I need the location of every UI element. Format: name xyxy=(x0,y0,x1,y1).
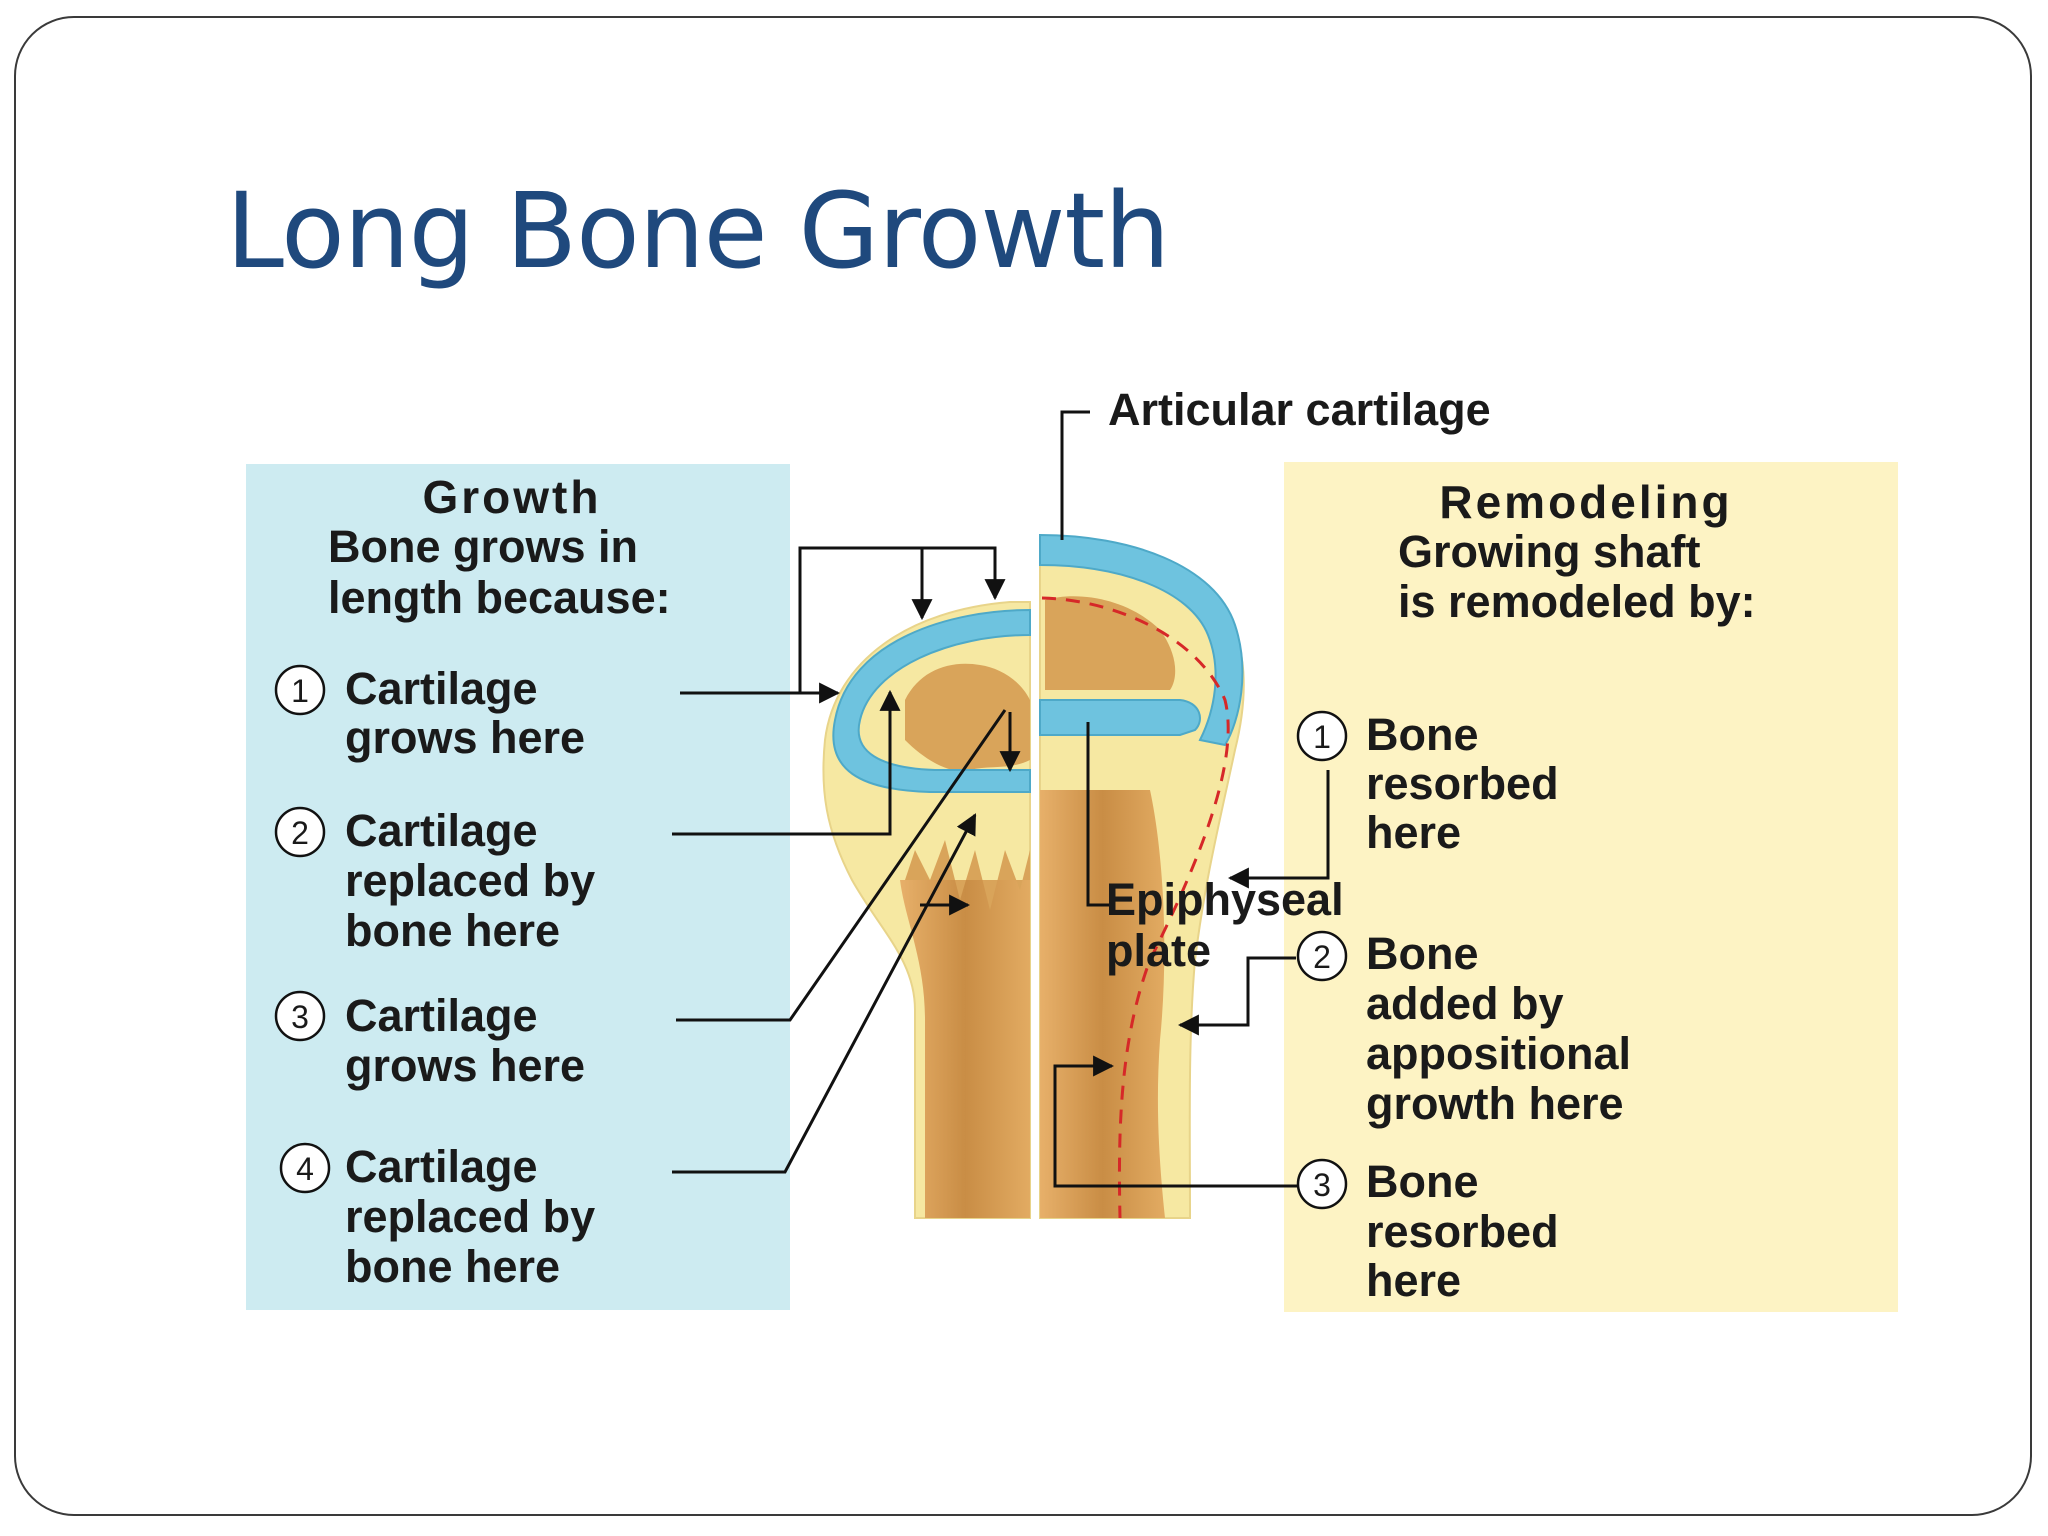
step-number-circle xyxy=(274,990,326,1042)
remodeling-panel xyxy=(1284,462,1898,1312)
growth-subheading-line1: Bone grows in xyxy=(328,521,638,572)
step-number-circle xyxy=(1296,930,1348,982)
growth-step-1-line1: Cartilage xyxy=(345,663,538,714)
step-number-circle xyxy=(1296,710,1348,762)
remodel-step-3-line2: resorbed xyxy=(1366,1206,1559,1257)
growth-step-3: 3 Cartilage grows here xyxy=(274,990,585,1091)
left-spongy-bone-upper xyxy=(905,663,1030,771)
epiphyseal-label-line2: plate xyxy=(1106,925,1211,976)
growth-step-2-line2: replaced by xyxy=(345,855,595,906)
step-number: 2 xyxy=(1313,939,1331,975)
slide-title: Long Bone Growth xyxy=(226,170,1170,292)
step-number-circle xyxy=(274,806,326,858)
step-number-circle xyxy=(274,664,326,716)
growth-step-3-line2: grows here xyxy=(345,1040,585,1091)
growth-step-3-line1: Cartilage xyxy=(345,990,538,1041)
growth-step-1-line2: grows here xyxy=(345,712,585,763)
growth-text: Growth Bone grows in length because: 1 C… xyxy=(274,471,671,1292)
left-bone-half xyxy=(822,601,1031,1219)
right-shaft xyxy=(1040,790,1165,1218)
growth-step-4: 4 Cartilage replaced by bone here xyxy=(279,1141,595,1292)
right-epiphyseal-plate xyxy=(1039,699,1201,736)
remodel-step-1: 1 Bone resorbed here xyxy=(1296,709,1559,858)
growth-panel xyxy=(246,464,790,1310)
growth-step4-line xyxy=(672,813,977,1174)
step-number: 1 xyxy=(1313,719,1331,755)
epiphyseal-label-line1: Epiphyseal xyxy=(1106,874,1344,925)
epiphyseal-leader xyxy=(1086,722,1110,907)
step-number: 3 xyxy=(291,999,309,1035)
leader-lines xyxy=(672,410,1330,1188)
growth-step-1: 1 Cartilage grows here xyxy=(274,663,585,763)
remodel-step-1-line1: Bone xyxy=(1366,709,1479,760)
remodeling-subheading-line1: Growing shaft xyxy=(1398,526,1701,577)
growth-step-4-line3: bone here xyxy=(345,1241,560,1292)
step-number-circle xyxy=(1296,1158,1348,1210)
remodel-step-2-line1: Bone xyxy=(1366,928,1479,979)
growth-step2-line xyxy=(672,689,901,836)
step-number-circle xyxy=(279,1142,331,1194)
remodel-step-1-line2: resorbed xyxy=(1366,758,1559,809)
left-spongy-bone-lower xyxy=(905,840,1030,910)
growth-step-2-line1: Cartilage xyxy=(345,805,538,856)
growth-heading: Growth xyxy=(423,471,602,523)
remodel-step-2-line4: growth here xyxy=(1366,1078,1624,1129)
remodel-step2-line xyxy=(1177,956,1296,1036)
remodeling-heading: Remodeling xyxy=(1439,476,1732,528)
growth-subheading-line2: length because: xyxy=(328,572,671,623)
step-number: 4 xyxy=(296,1151,314,1187)
remodel-step-2-line2: added by xyxy=(1366,978,1564,1029)
growth-step3-line xyxy=(676,709,1007,1022)
remodel-step1-line xyxy=(1227,770,1330,889)
step-number: 3 xyxy=(1313,1167,1331,1203)
remodel-step3-line xyxy=(1053,1055,1298,1188)
remodeling-subheading-line2: is remodeled by: xyxy=(1398,576,1756,627)
growth-step-2: 2 Cartilage replaced by bone here xyxy=(274,805,595,956)
remodel-step-3-line3: here xyxy=(1366,1255,1461,1306)
growth-step-4-line2: replaced by xyxy=(345,1191,595,1242)
step-number: 1 xyxy=(291,673,309,709)
growth-step-4-line1: Cartilage xyxy=(345,1141,538,1192)
remodel-step-3: 3 Bone resorbed here xyxy=(1296,1156,1559,1306)
right-spongy-bone xyxy=(1045,596,1176,690)
left-articular-cartilage xyxy=(832,608,1031,793)
growth-step-2-line3: bone here xyxy=(345,905,560,956)
step-number: 2 xyxy=(291,815,309,851)
cartilage-top-bracket xyxy=(798,546,1006,692)
remodel-step-3-line1: Bone xyxy=(1366,1156,1479,1207)
left-shaft xyxy=(900,880,1030,1218)
articular-cartilage-leader xyxy=(1060,410,1090,540)
remodel-step-2: 2 Bone added by appositional growth here xyxy=(1296,928,1631,1129)
right-articular-cartilage xyxy=(1039,533,1244,747)
articular-cartilage-label: Articular cartilage xyxy=(1108,384,1491,435)
right-bone-half xyxy=(1039,533,1245,1219)
remodel-step-2-line3: appositional xyxy=(1366,1028,1631,1079)
remodeling-text: Remodeling Growing shaft is remodeled by… xyxy=(1296,476,1756,1306)
remodeling-dashed-line xyxy=(1041,596,1230,1219)
remodel-step-1-line3: here xyxy=(1366,807,1461,858)
